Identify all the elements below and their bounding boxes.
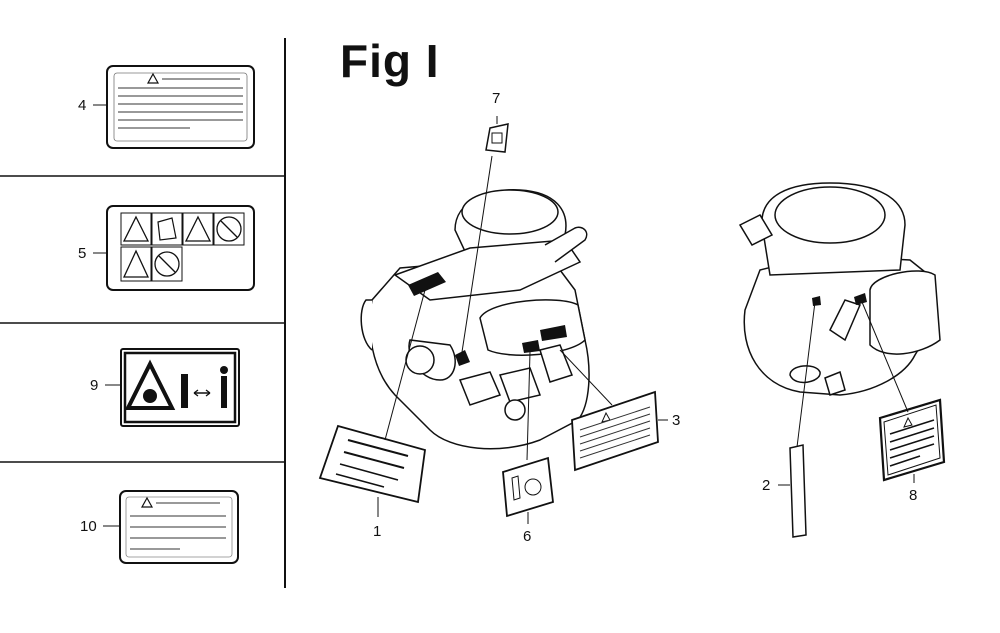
label-part-4 [106,65,255,149]
callout-5: 5 [78,245,86,262]
label-part-5 [106,205,255,291]
warning-triangle-icon [146,72,160,84]
label-part-10 [119,490,239,564]
callout-9: 9 [90,377,98,394]
warning-triangle-icon [124,359,176,410]
prohibition-circle-icon [154,251,180,277]
engine-front-view [360,189,590,450]
label-part-1 [318,424,426,504]
keep-distance-person-icon [193,366,228,408]
callout-3: 3 [672,412,680,429]
callout-1: 1 [373,523,381,540]
decal-position-1 [408,272,446,296]
callout-2: 2 [762,477,770,494]
label-part-9 [120,348,240,427]
callout-8: 8 [909,487,917,504]
warning-triangle-icon [903,416,913,428]
label-part-6 [502,456,554,518]
figure-title: Fig I [340,35,440,87]
manual-book-icon [157,217,177,241]
callout-10: 10 [80,518,97,535]
warning-triangle-icon [122,249,150,278]
callout-6: 6 [523,528,531,545]
decal-position-6 [522,340,540,353]
decal-position-7 [455,350,470,366]
warning-triangle-icon [184,215,212,242]
engine-rear-view [738,182,941,396]
callout-4: 4 [78,97,86,114]
prohibition-circle-icon [216,216,242,242]
warning-triangle-icon [140,496,154,508]
label-part-8 [878,398,946,482]
decal-position-3 [540,325,567,341]
label-part-7 [485,123,509,153]
decal-position-2 [812,296,821,306]
decal-position-8 [854,293,867,305]
label-part-2 [789,444,807,538]
label-part-3 [571,390,659,472]
callout-7: 7 [492,90,500,107]
warning-triangle-icon [122,215,150,242]
